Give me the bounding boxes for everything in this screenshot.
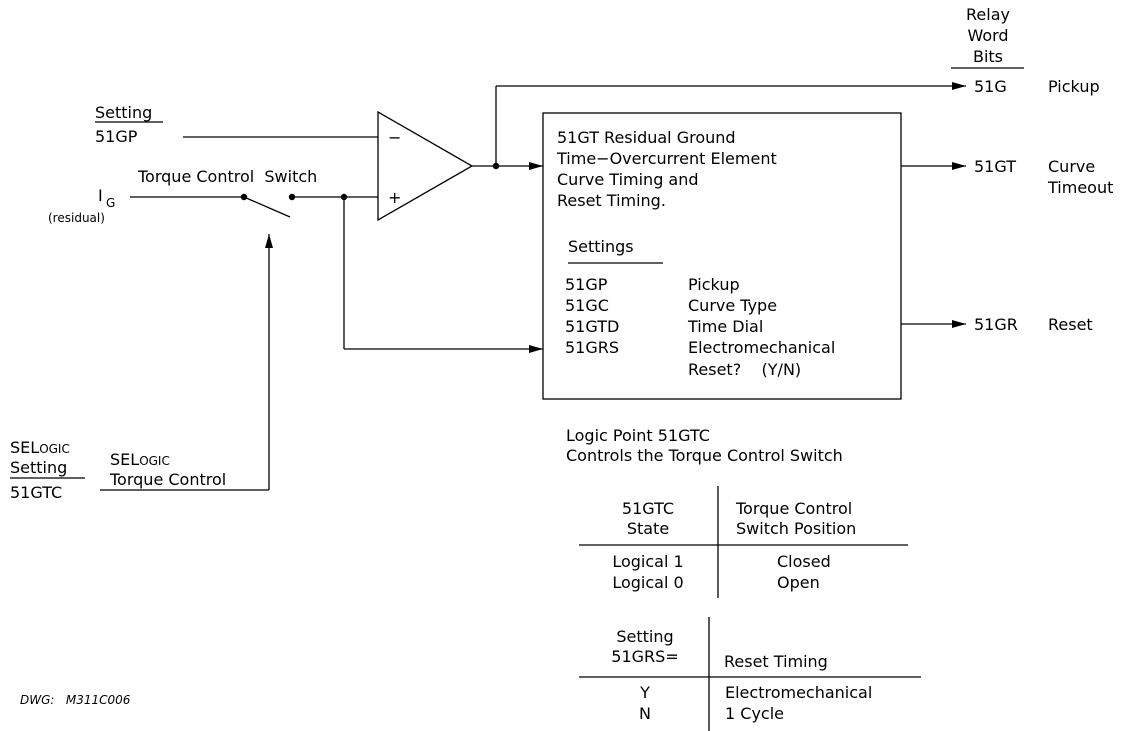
element-line-3: Curve Timing and xyxy=(557,170,699,189)
logic-point-line-1: Logic Point 51GTC xyxy=(566,426,710,445)
table-torque-header-state-2: State xyxy=(627,519,669,538)
element-block xyxy=(542,112,902,400)
relay-desc-timeout: Timeout xyxy=(1047,178,1113,197)
element-line-2: Time−Overcurrent Element xyxy=(556,149,777,168)
table-reset-row2-timing: 1 Cycle xyxy=(725,704,784,723)
setting-heading: Setting xyxy=(95,103,152,122)
table-torque-header-position-1: Torque Control xyxy=(735,499,852,518)
selogic-setting-label: SELOGIC xyxy=(10,438,70,457)
setting-desc-reset: Reset? (Y/N) xyxy=(688,360,801,379)
table-reset-row2-setting: N xyxy=(639,704,651,723)
table-torque-row2-position: Open xyxy=(777,573,820,592)
relay-bit-51gt: 51GT xyxy=(974,157,1016,176)
table-torque-header-state-1: 51GTC xyxy=(622,499,674,518)
settings-heading: Settings xyxy=(568,237,634,256)
setting-name-51grs: 51GRS xyxy=(565,338,619,357)
table-reset-header-setting-1: Setting xyxy=(616,627,673,646)
selogic-setting-heading: Setting xyxy=(10,458,67,477)
current-symbol: I xyxy=(98,186,103,205)
table-torque-row1-state: Logical 1 xyxy=(612,552,683,571)
table-reset-header-setting-2: 51GRS= xyxy=(611,647,678,666)
relay-word-bits-header-2: Word xyxy=(967,26,1008,45)
drawing-id: DWG: M311C006 xyxy=(20,693,131,707)
table-reset-header-timing: Reset Timing xyxy=(724,652,828,671)
logic-point-line-2: Controls the Torque Control Switch xyxy=(566,446,843,465)
setting-desc-time-dial: Time Dial xyxy=(687,317,763,336)
relay-desc-pickup: Pickup xyxy=(1048,77,1100,96)
comparator-minus: − xyxy=(388,128,401,147)
selogic-setting-51gtc: 51GTC xyxy=(10,483,62,502)
relay-bit-51g: 51G xyxy=(974,77,1007,96)
relay-bit-51gr: 51GR xyxy=(974,315,1018,334)
element-line-1: 51GT Residual Ground xyxy=(557,128,736,147)
comparator xyxy=(377,110,474,222)
setting-name-51gp: 51GP xyxy=(565,275,608,294)
setting-desc-pickup: Pickup xyxy=(688,275,740,294)
selogic-torque-label: SELOGIC xyxy=(110,450,170,469)
table-torque-header-position-2: Switch Position xyxy=(736,519,856,538)
setting-desc-curve-type: Curve Type xyxy=(688,296,777,315)
comparator-plus: + xyxy=(388,188,401,207)
relay-desc-curve: Curve xyxy=(1048,157,1095,176)
setting-desc-electromechanical: Electromechanical xyxy=(688,338,835,357)
table-reset-row1-setting: Y xyxy=(639,683,650,702)
setting-name-51gtd: 51GTD xyxy=(565,317,619,336)
table-torque-row1-position: Closed xyxy=(777,552,831,571)
element-line-4: Reset Timing. xyxy=(557,191,666,210)
setting-name-51gc: 51GC xyxy=(565,296,609,315)
switch-blade xyxy=(243,196,291,218)
table-torque-row2-state: Logical 0 xyxy=(612,573,683,592)
switch-label: Torque Control Switch xyxy=(137,167,317,186)
table-reset-row1-timing: Electromechanical xyxy=(725,683,872,702)
current-subscript: G xyxy=(106,196,115,210)
selogic-torque-control: Torque Control xyxy=(109,470,226,489)
setting-51gp: 51GP xyxy=(95,127,138,146)
current-residual-note: (residual) xyxy=(48,211,105,225)
relay-desc-reset: Reset xyxy=(1048,315,1093,334)
relay-word-bits-header-3: Bits xyxy=(973,47,1003,66)
relay-word-bits-header-1: Relay xyxy=(966,5,1010,24)
